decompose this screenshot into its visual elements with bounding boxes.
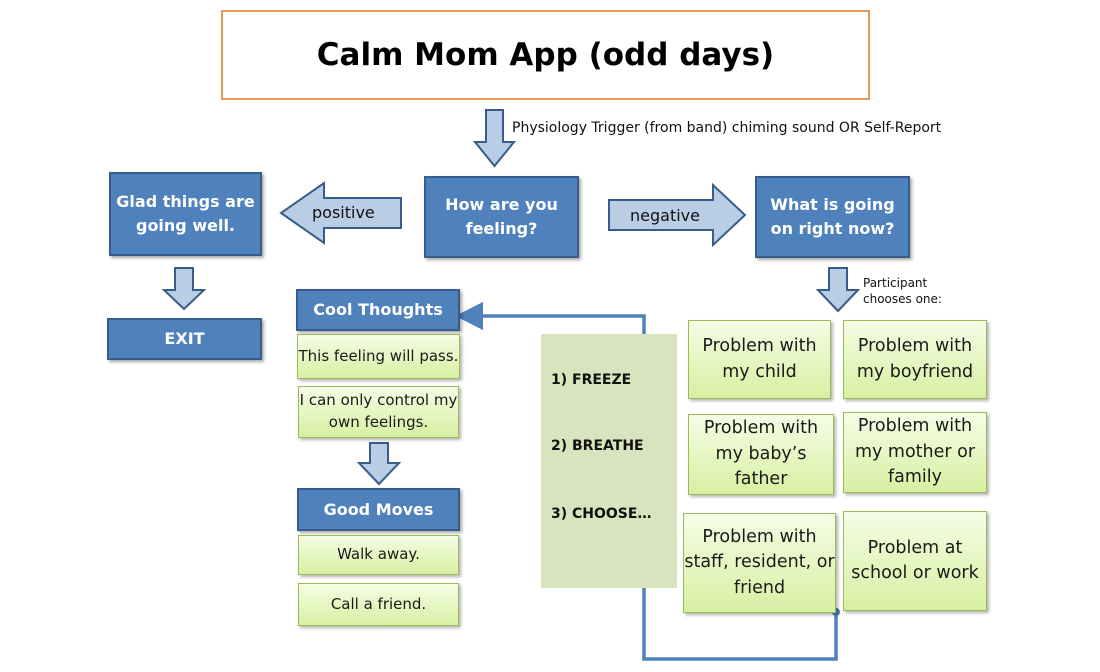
good-move-item[interactable]: Call a friend. xyxy=(298,583,459,626)
problem-option-boyfriend[interactable]: Problem with my boyfriend xyxy=(843,320,987,399)
step-choose: 3) CHOOSE… xyxy=(551,506,652,522)
glad-node[interactable]: Glad things are going well. xyxy=(109,172,262,256)
problem-option-staff-friend[interactable]: Problem with staff, resident, or friend xyxy=(683,513,836,613)
how-are-you-feeling-node[interactable]: How are you feeling? xyxy=(424,176,579,258)
exit-node[interactable]: EXIT xyxy=(107,318,262,360)
down-arrow-moves-icon xyxy=(356,442,402,486)
cool-thought-item[interactable]: I can only control my own feelings. xyxy=(298,386,459,438)
cool-thoughts-header: Cool Thoughts xyxy=(296,289,460,331)
good-moves-header: Good Moves xyxy=(297,488,460,531)
feedback-connector xyxy=(455,302,838,661)
good-move-item[interactable]: Walk away. xyxy=(298,535,459,575)
problem-option-babys-father[interactable]: Problem with my baby’s father xyxy=(688,414,834,495)
down-arrow-options-icon xyxy=(815,267,861,313)
diagram-title: Calm Mom App (odd days) xyxy=(221,10,870,100)
step-freeze: 1) FREEZE xyxy=(551,372,632,388)
down-arrow-icon xyxy=(472,109,517,168)
cool-thought-item[interactable]: This feeling will pass. xyxy=(297,334,460,379)
down-arrow-exit-icon xyxy=(161,267,207,311)
negative-arrow-icon xyxy=(608,182,747,248)
participant-note: Participant chooses one: xyxy=(863,276,942,306)
what-is-going-on-node[interactable]: What is going on right now? xyxy=(755,176,910,258)
positive-label: positive xyxy=(312,203,375,222)
negative-label: negative xyxy=(630,206,700,225)
problem-option-mother-family[interactable]: Problem with my mother or family xyxy=(843,412,987,493)
trigger-label: Physiology Trigger (from band) chiming s… xyxy=(512,120,942,136)
problem-option-school-work[interactable]: Problem at school or work xyxy=(843,511,987,611)
problem-option-child[interactable]: Problem with my child xyxy=(688,320,831,399)
steps-panel: 1) FREEZE 2) BREATHE 3) CHOOSE… xyxy=(541,334,677,588)
step-breathe: 2) BREATHE xyxy=(551,438,644,454)
positive-arrow-icon xyxy=(279,181,402,245)
